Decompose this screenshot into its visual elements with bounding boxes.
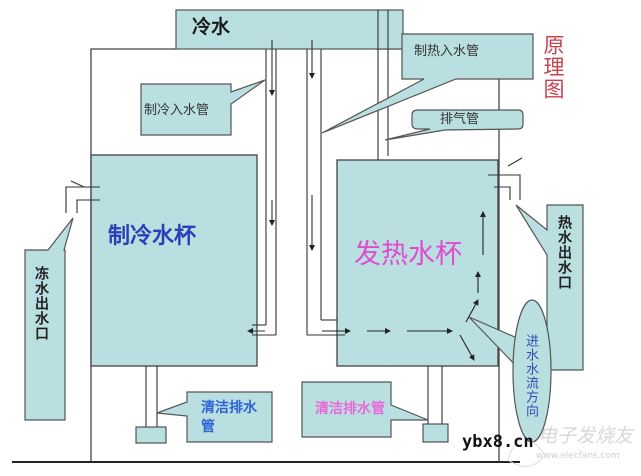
cold-cup-label: 制冷水杯: [108, 224, 197, 249]
inlet-flow-direction-label: 进水水流方向: [523, 334, 538, 418]
drain-left-label: 清洁排水管: [201, 400, 257, 435]
callout-cold-inlet-pipe: [140, 79, 266, 136]
watermark-brand: 电子发烧友: [538, 425, 634, 447]
callout-hot-outlet: [515, 204, 584, 371]
callout-drain-right: [301, 381, 429, 438]
hot-outlet-tap: [488, 157, 523, 200]
cold-inlet-pipe-label: 制冷入水管: [144, 103, 210, 118]
drain-pipes: [145, 366, 443, 427]
cold-water-supply-label: 冷水: [192, 16, 231, 38]
callout-vent-pipe: [384, 109, 524, 141]
cold-cup-box: [90, 154, 258, 367]
drain-box-right: [422, 423, 449, 443]
hot-cup-label: 发热水杯: [354, 239, 462, 270]
callout-drain-left: [156, 391, 273, 443]
cold-water-supply-box: [175, 9, 404, 50]
watermark-site: ybx8.cn: [462, 432, 534, 452]
vent-pipe-label: 排气管: [440, 112, 480, 127]
hot-inlet-pipe-label: 制热入水管: [414, 44, 480, 59]
diagram-title: 原理图: [541, 34, 565, 100]
cold-outlet-tap: [65, 180, 100, 213]
hot-inlet-pipe: [306, 40, 345, 336]
vent-pipe: [377, 10, 389, 160]
callout-inlet-flow-direction: [512, 299, 552, 443]
callout-cold-outlet: [24, 217, 74, 421]
hot-cup-box: [336, 159, 499, 367]
watermark-url: www.elecfans.com: [536, 451, 620, 461]
cold-inlet-pipe: [247, 40, 277, 336]
drain-box-left: [135, 426, 167, 444]
drain-right-label: 清洁排水管: [315, 401, 385, 417]
hot-outlet-label: 热水出水口: [556, 215, 572, 290]
cold-outlet-label: 冻水出水口: [33, 266, 49, 341]
watermark-logo-icon: [507, 438, 546, 467]
water-flow-arrows: [322, 211, 486, 361]
callout-hot-inlet-pipe: [321, 33, 534, 134]
